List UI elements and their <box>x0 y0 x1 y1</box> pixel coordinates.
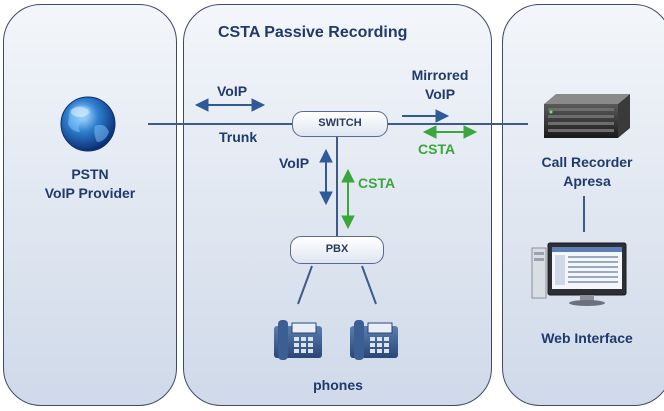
phone-icon <box>350 320 398 360</box>
globe-icon <box>60 96 116 152</box>
server-icon <box>544 94 630 138</box>
pstn-line2: VoIP Provider <box>44 185 136 201</box>
pbx-box: PBX <box>290 236 384 264</box>
mirrored-voip-label: Mirrored VoIP <box>395 66 485 104</box>
recorder-line1: Call Recorder <box>541 154 633 170</box>
mirrored-voip-arrow <box>402 109 450 123</box>
voip-trunk-top-label: VoIP <box>217 83 248 99</box>
mirrored-line1: Mirrored <box>411 67 469 83</box>
csta-right-arrow <box>422 125 478 139</box>
pbx-phone-line-right <box>361 265 377 305</box>
voip-vertical-arrow <box>319 148 333 206</box>
mirrored-line2: VoIP <box>424 86 456 102</box>
recorder-label: Call Recorder Apresa <box>512 153 662 191</box>
phones-label: phones <box>313 377 363 393</box>
diagram-title: CSTA Passive Recording <box>218 24 408 41</box>
recorder-line2: Apresa <box>563 173 611 189</box>
pstn-label: PSTN VoIP Provider <box>20 165 160 203</box>
computer-icon <box>531 242 627 306</box>
phone-icon <box>274 320 322 360</box>
csta-vertical-arrow <box>341 168 355 230</box>
vertical-voip-label: VoIP <box>279 155 310 171</box>
voip-trunk-bottom-label: Trunk <box>219 129 258 145</box>
vertical-csta-label: CSTA <box>358 175 396 191</box>
csta-right-label: CSTA <box>418 141 456 157</box>
voip-trunk-arrow <box>194 98 266 112</box>
panel-left <box>3 4 177 406</box>
web-interface-label: Web Interface <box>541 330 633 346</box>
pbx-phone-line-left <box>297 265 313 305</box>
pstn-line1: PSTN <box>71 166 109 182</box>
switch-box: SWITCH <box>292 111 388 137</box>
